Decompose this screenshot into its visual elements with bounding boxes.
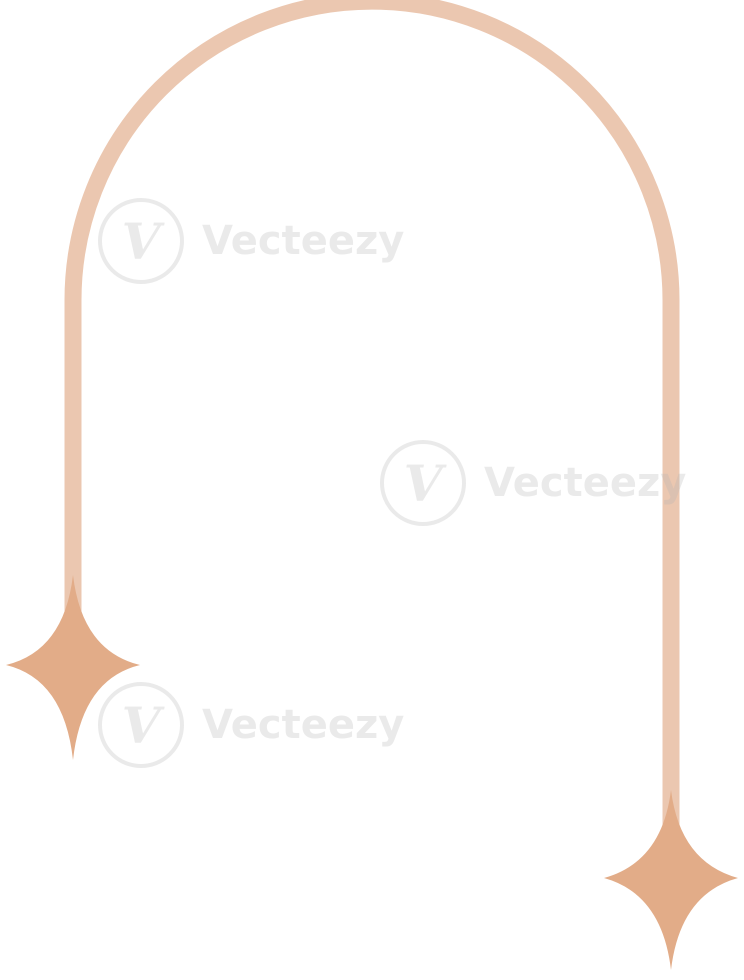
sparkle-left-icon [6, 575, 140, 760]
arch-line [64, 0, 680, 859]
sparkle-right-icon [604, 790, 738, 970]
